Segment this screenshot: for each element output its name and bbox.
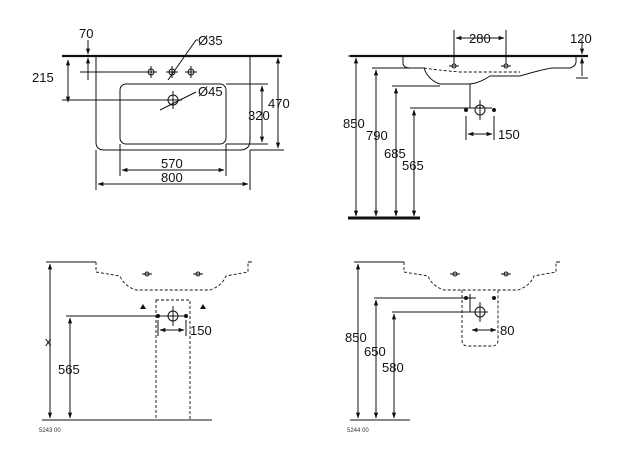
tap-holes-top bbox=[145, 66, 197, 78]
waste-offset-label-semi: 80 bbox=[500, 323, 514, 338]
height-685-label: 685 bbox=[384, 146, 406, 161]
waste-offset-label-pedestal: 150 bbox=[190, 323, 212, 338]
hole-depth-label: 215 bbox=[32, 70, 54, 85]
wall-offset-label: 70 bbox=[79, 26, 93, 41]
variable-height-label: x bbox=[45, 334, 52, 349]
side-view: 280 120 150 850 790 685 565 bbox=[343, 30, 592, 220]
rim-height-label: 120 bbox=[570, 31, 592, 46]
waste-hole-leader bbox=[159, 91, 197, 111]
height-850-label-side: 850 bbox=[343, 116, 365, 131]
height-580-label: 580 bbox=[382, 360, 404, 375]
front-view-pedestal: 150 x 565 5243 00 bbox=[39, 261, 252, 434]
top-view: Ø35 Ø45 70 215 320 470 570 800 bbox=[32, 26, 290, 190]
drawing-code-semi: 5244 00 bbox=[347, 428, 369, 434]
height-850-label-semi: 850 bbox=[345, 330, 367, 345]
total-width-label: 800 bbox=[161, 170, 183, 185]
basin-front-outline-semi bbox=[403, 262, 557, 291]
basin-width-label: 570 bbox=[161, 156, 183, 171]
front-view-semi-pedestal: 80 850 650 580 5244 00 bbox=[345, 261, 560, 434]
semi-pedestal bbox=[461, 290, 499, 347]
basin-front-outline bbox=[95, 262, 249, 291]
tap-hole-leader bbox=[167, 39, 197, 81]
inner-bowl-top bbox=[119, 83, 227, 145]
waste-pipe-side bbox=[410, 84, 496, 120]
waste-hole-diameter-label: Ø45 bbox=[198, 84, 223, 99]
height-565-label-side: 565 bbox=[402, 158, 424, 173]
tap-spacing-label: 280 bbox=[469, 31, 491, 46]
basin-profile bbox=[402, 56, 577, 85]
basin-depth-label: 320 bbox=[248, 108, 270, 123]
tap-hole-diameter-label: Ø35 bbox=[198, 33, 223, 48]
height-790-label: 790 bbox=[366, 128, 388, 143]
tap-marks-side bbox=[449, 63, 511, 69]
total-depth-label: 470 bbox=[268, 96, 290, 111]
drawing-code-pedestal: 5243 00 bbox=[39, 428, 61, 434]
height-565-label-pedestal: 565 bbox=[58, 362, 80, 377]
height-650-label: 650 bbox=[364, 344, 386, 359]
waste-offset-label-side: 150 bbox=[498, 127, 520, 142]
